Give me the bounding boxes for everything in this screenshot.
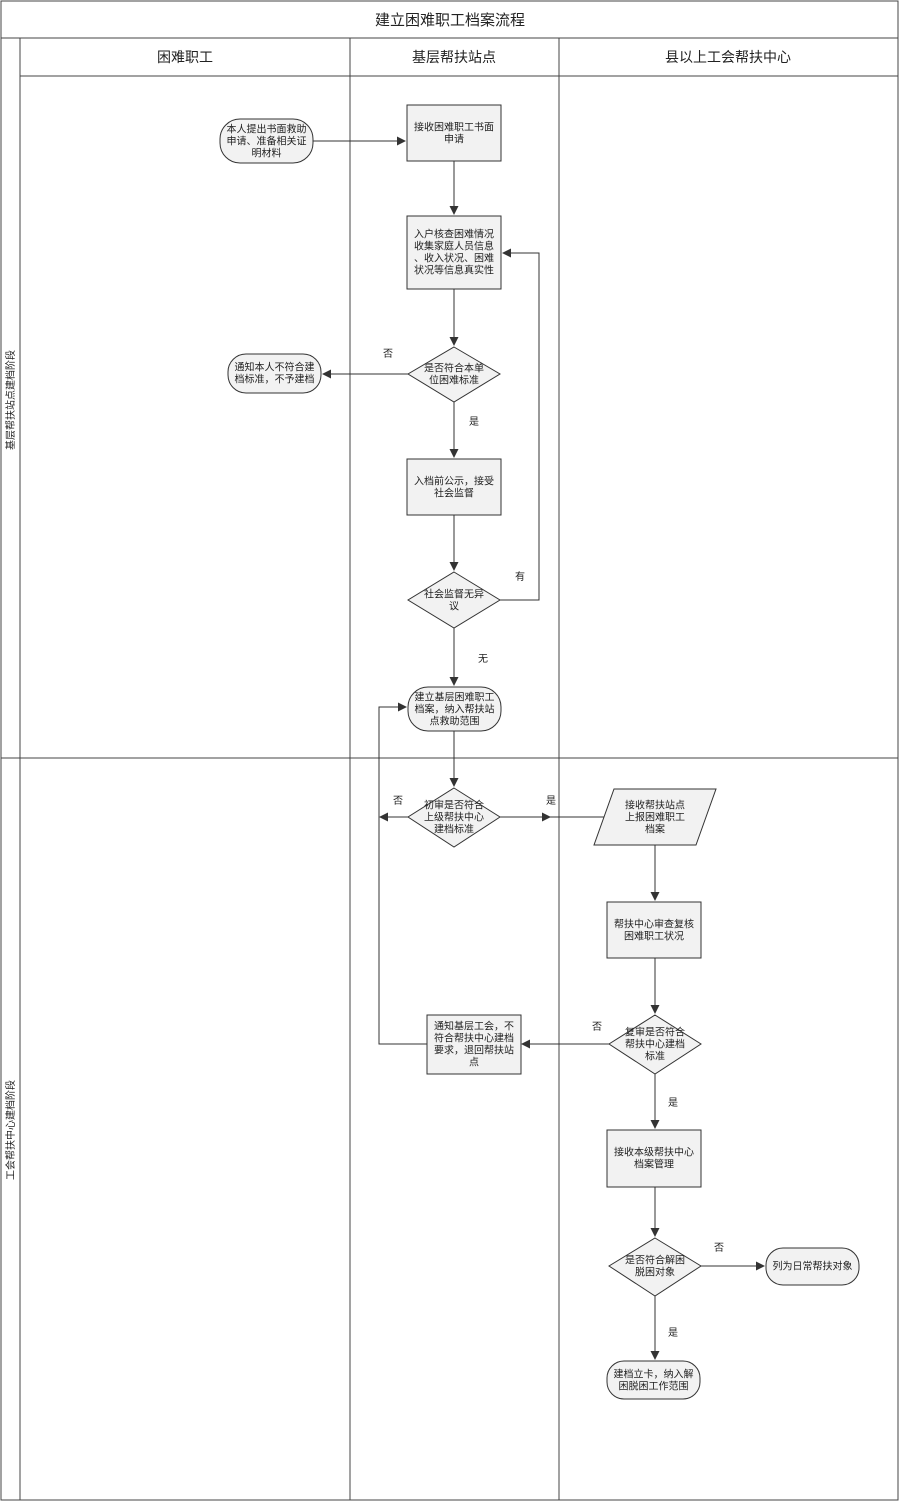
arrow-objection-loop [500,248,540,601]
node-home-verification-text: 入户核查困难情况收集家庭人员信息、收入状况、困难状况等信息真实性 [414,228,494,277]
data-shape [593,788,717,846]
node-daily-support: 列为日常帮扶对象 [765,1247,860,1286]
connectors [313,136,765,1360]
node-initial-review-text: 初审是否符合上级帮扶中心建档标准 [424,799,484,836]
edge-label-has: 有 [515,570,525,583]
node-center-review: 帮扶中心审查复核困难职工状况 [606,901,702,959]
node-build-archive: 建立基层困难职工档案，纳入帮扶站点救助范围 [407,686,502,732]
node-relief-check: 是否符合解困脱困对象 [608,1237,702,1297]
phase-label-station: 基层帮扶站点建档阶段 [4,350,17,450]
node-home-verification: 入户核查困难情况收集家庭人员信息、收入状况、困难状况等信息真实性 [406,215,502,290]
arrow-return-to-station [378,702,427,1045]
terminator-shape [227,353,322,394]
node-archive-management-text: 接收本级帮扶中心档案管理 [614,1146,694,1171]
decision-shape [608,1237,702,1297]
diagram-title: 建立困难职工档案流程 [375,11,525,29]
node-reject-notice-text: 通知本人不符合建档标准，不予建档 [235,361,315,386]
node-receive-report: 接收帮扶站点上报困难职工档案 [593,788,717,846]
edge-label-no-2: 否 [393,795,403,807]
node-social-supervision-text: 社会监督无异议 [424,588,484,613]
terminator-shape [606,1360,701,1400]
node-recheck: 复审是否符合帮扶中心建档标准 [608,1014,702,1075]
process-shape [406,458,502,516]
node-publicize-text: 入档前公示，接受社会监督 [414,475,494,500]
decision-shape [407,346,501,403]
terminator-shape [219,118,314,164]
node-archive-management: 接收本级帮扶中心档案管理 [606,1129,702,1188]
edge-label-yes-3: 是 [668,1097,678,1109]
node-social-supervision: 社会监督无异议 [407,571,501,629]
node-reject-notice: 通知本人不符合建档标准，不予建档 [227,353,322,394]
node-file-card: 建档立卡，纳入解困脱困工作范围 [606,1360,701,1400]
decision-shape [407,787,501,848]
node-daily-support-text: 列为日常帮扶对象 [773,1260,853,1273]
process-shape [406,104,502,162]
node-receive-report-text: 接收帮扶站点上报困难职工档案 [625,799,685,836]
edge-label-no-4: 否 [714,1242,724,1254]
edge-label-no-1: 否 [383,348,393,360]
process-shape [606,901,702,959]
node-apply: 本人提出书面救助申请、准备相关证明材料 [219,118,314,164]
edge-label-no-3: 否 [592,1021,602,1033]
process-shape [406,215,502,290]
lane-header-center: 县以上工会帮扶中心 [665,50,791,66]
node-file-card-text: 建档立卡，纳入解困脱困工作范围 [614,1368,694,1393]
terminator-shape [407,686,502,732]
edge-label-yes-1: 是 [469,416,479,428]
phase-label-center: 工会帮扶中心建档阶段 [4,1080,17,1180]
edge-label-yes-4: 是 [668,1327,678,1339]
process-shape [426,1014,522,1075]
node-publicize: 入档前公示，接受社会监督 [406,458,502,516]
node-center-review-text: 帮扶中心审查复核困难职工状况 [614,918,694,943]
node-build-archive-text: 建立基层困难职工档案，纳入帮扶站点救助范围 [415,691,495,728]
node-return-notice-text: 通知基层工会，不符合帮扶中心建档要求，退回帮扶站点 [434,1020,514,1069]
decision-shape [608,1014,702,1075]
lane-header-worker: 困难职工 [157,50,213,66]
terminator-shape [765,1247,860,1286]
node-apply-text: 本人提出书面救助申请、准备相关证明材料 [227,123,307,160]
edge-label-none: 无 [478,654,488,665]
node-relief-check-text: 是否符合解困脱困对象 [625,1254,685,1279]
decision-shape [407,571,501,629]
process-shape [606,1129,702,1188]
node-return-notice: 通知基层工会，不符合帮扶中心建档要求，退回帮扶站点 [426,1014,522,1075]
edge-label-yes-2: 是 [546,795,556,807]
lane-header-station: 基层帮扶站点 [412,49,496,66]
node-recheck-text: 复审是否符合帮扶中心建档标准 [625,1026,685,1063]
node-receive-application: 接收困难职工书面申请 [406,104,502,162]
node-standard-check-text: 是否符合本单位困难标准 [424,362,484,387]
node-receive-application-text: 接收困难职工书面申请 [414,121,494,146]
node-standard-check: 是否符合本单位困难标准 [407,346,501,403]
node-initial-review: 初审是否符合上级帮扶中心建档标准 [407,787,501,848]
